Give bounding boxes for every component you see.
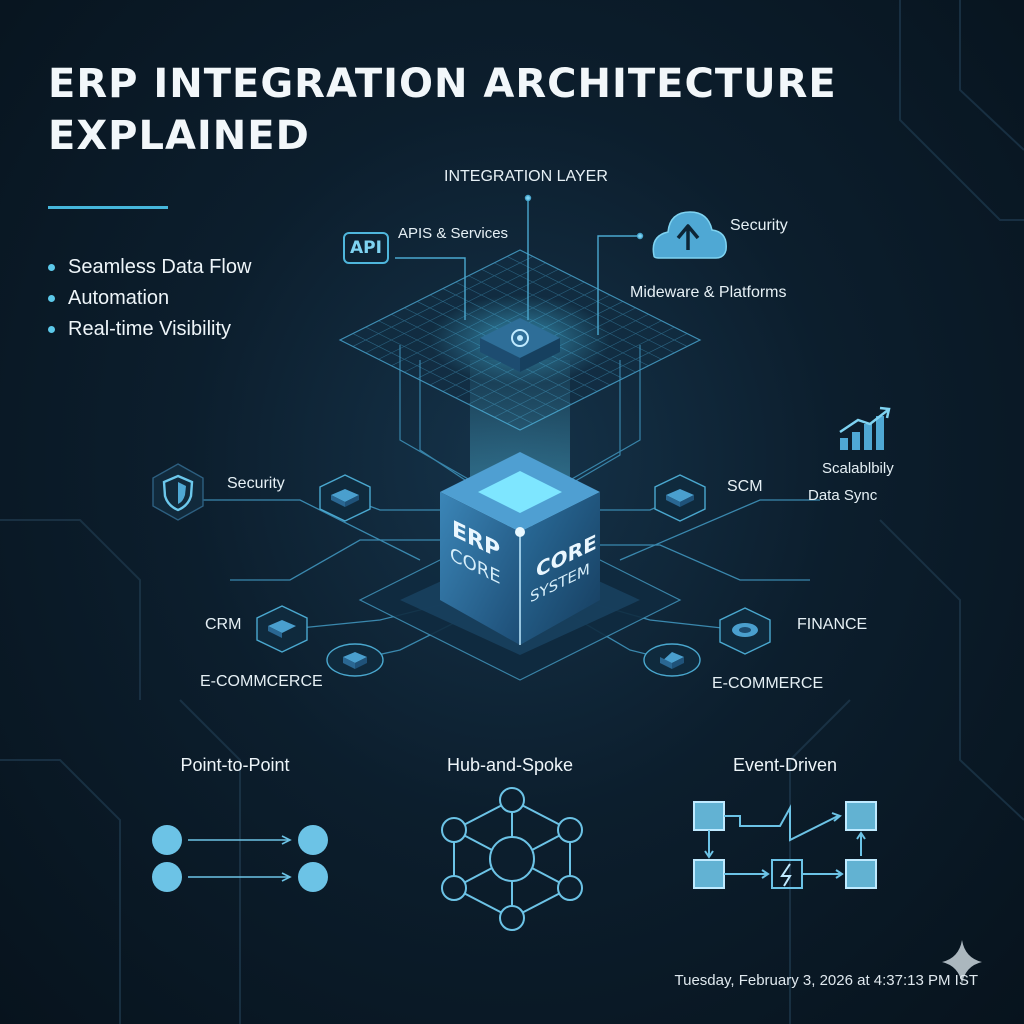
erp-core-cube xyxy=(440,452,600,645)
title-line-2: EXPLAINED xyxy=(48,113,310,159)
benefit-item: Real-time Visibility xyxy=(48,314,251,345)
benefit-item: Automation xyxy=(48,283,251,314)
point-to-point-title: Point-to-Point xyxy=(180,755,290,775)
hub-and-spoke-title: Hub-and-Spoke xyxy=(446,755,574,775)
scm-label: SCM xyxy=(727,478,763,495)
api-icon: API xyxy=(343,232,389,264)
data-sync-label: Data Sync xyxy=(808,487,878,504)
ecommerce-left-label: E-COMMCERCE xyxy=(200,673,323,690)
point-to-point-diagram xyxy=(152,825,328,892)
module-tiles xyxy=(256,474,771,677)
ecommerce-right-label: E-COMMERCE xyxy=(712,675,824,692)
integration-layer-label: INTEGRATION LAYER xyxy=(444,168,608,185)
benefit-item: Seamless Data Flow xyxy=(48,252,251,283)
layer-connectors xyxy=(395,194,644,335)
security-top-label: Security xyxy=(730,217,788,234)
security-module-label: Security xyxy=(227,475,285,492)
benefits-list: Seamless Data Flow Automation Real-time … xyxy=(48,252,251,345)
scalability-chart-graphic xyxy=(839,406,891,450)
crm-label: CRM xyxy=(205,616,242,633)
timestamp: Tuesday, February 3, 2026 at 4:37:13 PM … xyxy=(674,972,979,989)
security-module-hex xyxy=(152,463,204,521)
event-driven-diagram xyxy=(693,801,877,889)
sparkle-icon xyxy=(942,940,982,984)
cloud-icon-graphic xyxy=(652,211,727,259)
scalability-label: Scalablbily xyxy=(822,460,894,477)
title-line-1: ERP INTEGRATION ARCHITECTURE xyxy=(48,61,837,107)
middleware-label: Mideware & Platforms xyxy=(630,284,787,301)
gear-tile xyxy=(480,318,560,372)
finance-label: FINANCE xyxy=(797,616,868,633)
title-underline xyxy=(48,206,168,209)
page-title: ERP INTEGRATION ARCHITECTURE EXPLAINED xyxy=(48,58,837,162)
event-driven-title: Event-Driven xyxy=(732,755,838,775)
hub-and-spoke-diagram xyxy=(441,787,583,931)
apis-services-label: APIS & Services xyxy=(398,225,509,242)
